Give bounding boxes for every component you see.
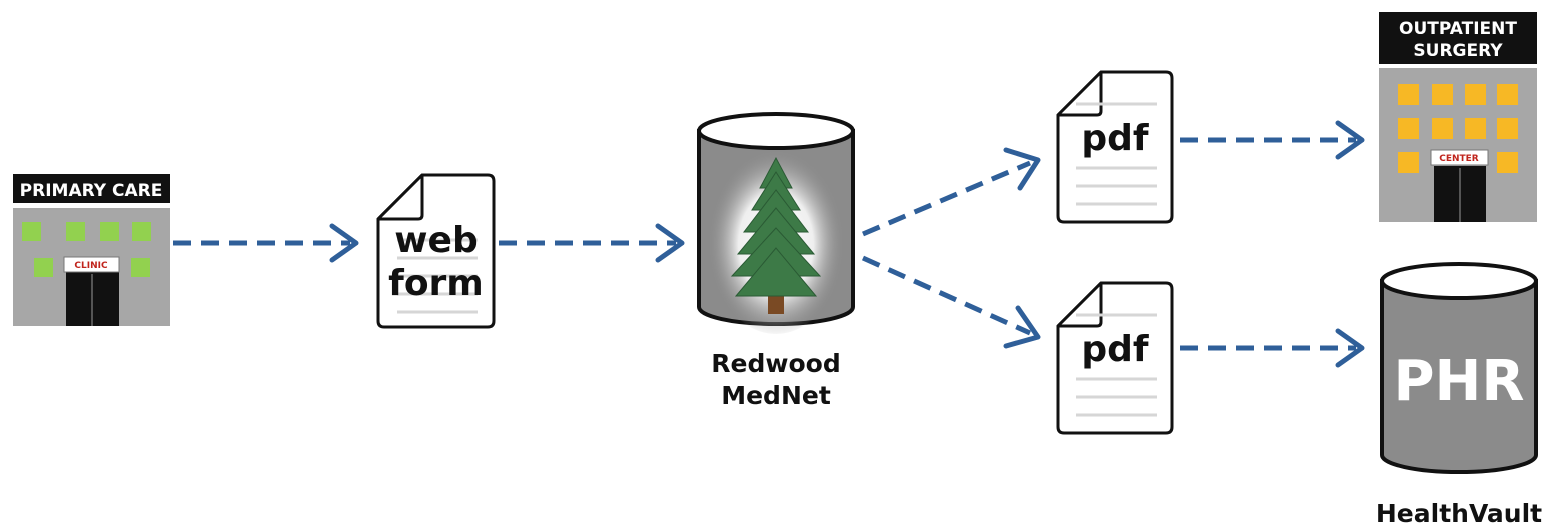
clinic-building-icon: [13, 208, 170, 326]
database-cylinder-icon: [1380, 262, 1538, 474]
surgery-door-sign: CENTER: [1439, 154, 1479, 164]
arrow-pdf-to-phr: [1180, 328, 1365, 368]
outpatient-surgery-center: OUTPATIENT SURGERY CENTER: [1379, 12, 1537, 222]
clinic-door-sign: CLINIC: [74, 261, 108, 271]
pdf-document-top: pdf: [1056, 70, 1174, 224]
redwood-tree-icon: [730, 156, 822, 314]
redwood-label-line2: MedNet: [721, 381, 831, 410]
pdf-bottom-label: pdf: [1081, 329, 1149, 370]
arrow-webform-to-redwood: [499, 223, 685, 263]
phr-label: PHR: [1393, 349, 1524, 414]
web-form-line2: form: [388, 263, 484, 304]
document-icon: [1056, 70, 1174, 224]
outpatient-sign: [1379, 12, 1537, 64]
arrow-clinic-to-webform: [173, 223, 359, 263]
arrow-pdf-to-outpatient: [1180, 120, 1365, 160]
outpatient-sign-line2: SURGERY: [1413, 41, 1503, 61]
pdf-document-bottom: pdf: [1056, 281, 1174, 435]
web-form-document: web form: [376, 173, 496, 329]
redwood-mednet-database: Redwood MedNet: [697, 112, 855, 410]
primary-care-sign-text: PRIMARY CARE: [20, 181, 163, 201]
phr-healthvault-database: PHR HealthVault: [1376, 262, 1542, 527]
primary-care-sign: [13, 174, 170, 203]
arrow-redwood-to-pdf-top: [862, 147, 1041, 237]
healthvault-caption: HealthVault: [1376, 499, 1542, 527]
web-form-line1: web: [394, 220, 477, 261]
pdf-top-label: pdf: [1081, 118, 1149, 159]
document-icon: [376, 173, 496, 329]
surgery-building-icon: [1379, 68, 1537, 222]
outpatient-sign-line1: OUTPATIENT: [1399, 19, 1517, 39]
document-icon: [1056, 281, 1174, 435]
redwood-label-line1: Redwood: [711, 349, 840, 378]
primary-care-clinic: PRIMARY CARE CLINIC: [13, 174, 170, 326]
arrow-redwood-to-pdf-bottom: [861, 255, 1041, 349]
